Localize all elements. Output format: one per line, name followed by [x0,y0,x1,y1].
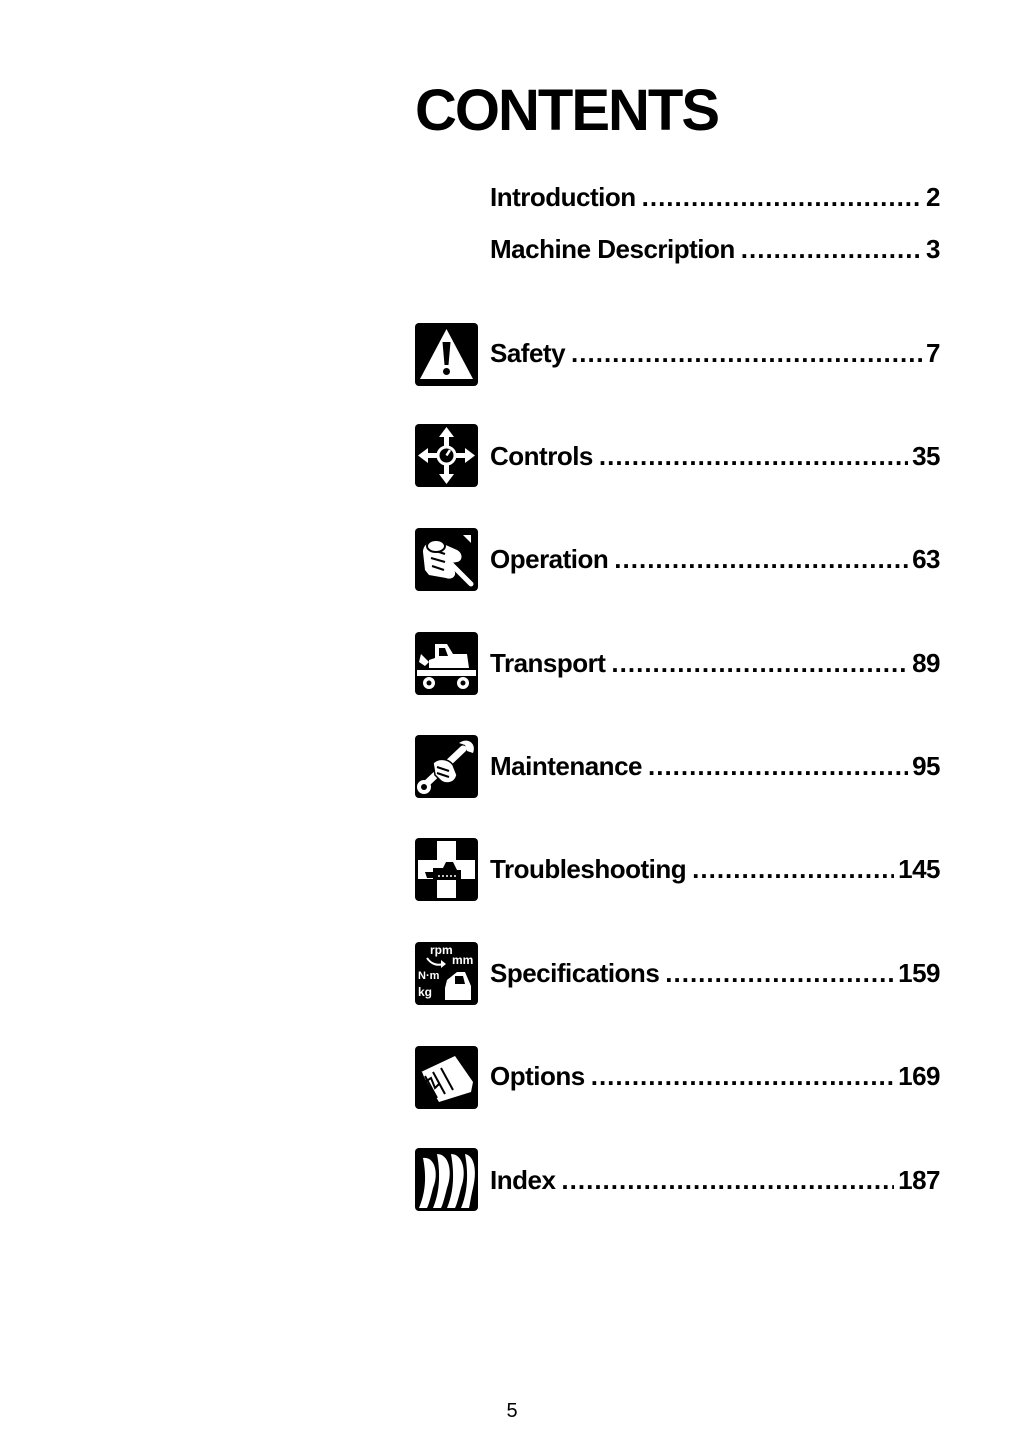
dot-leader: ........................................… [571,340,922,366]
loader-cross-icon [415,838,478,901]
mm-label: mm [452,953,474,967]
toc-entry-specifications[interactable]: Specifications .........................… [490,960,940,986]
toc-entry-page: 159 [898,958,940,988]
toc-entry-page: 3 [926,234,940,264]
dot-leader: ........................................… [665,960,894,986]
dot-leader: ........................................… [692,856,894,882]
toc-entry-page: 145 [898,854,940,884]
toc-entry-safety[interactable]: Safety .................................… [490,340,940,366]
toc-entry-page: 89 [912,648,940,678]
toc-entry-maintenance[interactable]: Maintenance ............................… [490,753,940,779]
toc-entry-page: 7 [926,338,940,368]
dot-leader: ........................................… [611,650,908,676]
toc-entry-index[interactable]: Index ..................................… [490,1167,940,1193]
dot-leader: ........................................… [614,546,909,572]
toc-entry-machine-description[interactable]: Machine Description ....................… [490,236,940,262]
toc-entry-troubleshooting[interactable]: Troubleshooting ........................… [490,856,940,882]
wrench-hand-icon [415,735,478,798]
nm-label: N·m [418,970,440,982]
toc-entry-page: 187 [898,1165,940,1195]
toc-entry-label: Transport [490,648,606,678]
toc-entry-operation[interactable]: Operation ..............................… [490,546,940,572]
toc-entry-page: 2 [926,182,940,212]
toc-entry-controls[interactable]: Controls ...............................… [490,443,940,469]
toc-entry-page: 35 [912,441,940,471]
dot-leader: ........................................… [598,443,908,469]
dot-leader: ........................................… [590,1063,894,1089]
hand-lever-icon [415,528,478,591]
toc-entry-label: Introduction [490,182,636,212]
warning-triangle-icon [415,323,478,386]
toc-entry-label: Safety [490,338,566,368]
toc-entry-options[interactable]: Options ................................… [490,1063,940,1089]
toc-entry-introduction[interactable]: Introduction ...........................… [490,184,940,210]
toc-entry-label: Options [490,1061,585,1091]
specifications-units-icon: rpm mm N·m kg [415,942,478,1005]
dot-leader: ........................................… [648,753,908,779]
dot-leader: ........................................… [740,236,923,262]
toc-entry-label: Specifications [490,958,660,988]
toc-entry-label: Maintenance [490,751,643,781]
toc-entry-page: 95 [912,751,940,781]
dot-leader: ........................................… [561,1167,894,1193]
toc-entry-transport[interactable]: Transport ..............................… [490,650,940,676]
bucket-icon [415,1046,478,1109]
toc-entry-label: Index [490,1165,556,1195]
controls-arrows-icon [415,424,478,487]
dot-leader: ........................................… [641,184,922,210]
trailer-loader-icon [415,632,478,695]
page-title: CONTENTS [415,78,720,143]
index-tabs-icon [415,1148,478,1211]
toc-entry-page: 169 [898,1061,940,1091]
rpm-label: rpm [430,943,453,957]
toc-entry-page: 63 [912,544,940,574]
toc-entry-label: Machine Description [490,234,735,264]
kg-label: kg [418,985,433,999]
toc-entry-label: Operation [490,544,609,574]
toc-entry-label: Troubleshooting [490,854,687,884]
toc-entry-label: Controls [490,441,593,471]
page-number: 5 [506,1400,518,1422]
